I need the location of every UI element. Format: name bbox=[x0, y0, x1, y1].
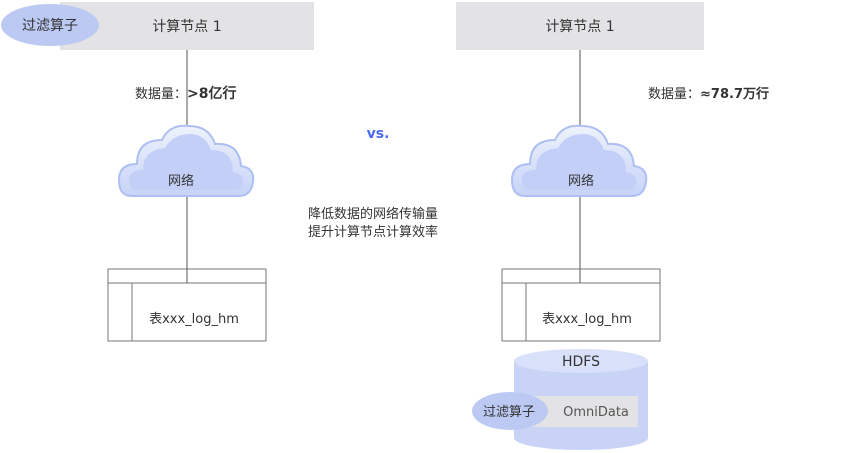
right-table-label: 表xxx_log_hm bbox=[542, 312, 632, 327]
left-compute-node-label: 计算节点 1 bbox=[152, 19, 221, 35]
right-compute-node-label: 计算节点 1 bbox=[545, 19, 614, 35]
left-network-label: 网络 bbox=[168, 173, 194, 189]
left-table-label: 表xxx_log_hm bbox=[149, 312, 239, 327]
benefit-line-2: 提升计算节点计算效率 bbox=[308, 224, 438, 240]
omnidata-label: OmniData bbox=[563, 405, 629, 420]
vs-label: vs. bbox=[367, 126, 390, 142]
left-filter-operator-label: 过滤算子 bbox=[22, 18, 78, 34]
left-network-cloud-icon bbox=[117, 124, 255, 197]
left-data-volume: 数据量：>8亿行 bbox=[135, 85, 237, 102]
left-data-volume-label: 数据量： bbox=[135, 87, 187, 102]
right-filter-operator-ellipse bbox=[472, 392, 548, 430]
right-data-volume-value: ≈78.7万行 bbox=[700, 86, 769, 102]
omnidata-box bbox=[530, 396, 638, 427]
benefit-line-1: 降低数据的网络传输量 bbox=[308, 206, 438, 222]
right-network-label: 网络 bbox=[568, 173, 594, 189]
right-network-cloud-icon bbox=[510, 124, 648, 197]
left-filter-operator-ellipse bbox=[1, 4, 99, 46]
left-data-volume-value: >8亿行 bbox=[187, 85, 236, 102]
hdfs-label: HDFS bbox=[562, 354, 600, 370]
right-compute-node-box bbox=[456, 2, 704, 50]
right-filter-operator-label: 过滤算子 bbox=[483, 405, 535, 420]
right-data-volume-label: 数据量： bbox=[648, 87, 700, 102]
right-data-volume: 数据量：≈78.7万行 bbox=[648, 86, 769, 102]
left-compute-node-box bbox=[60, 2, 314, 50]
right-table bbox=[501, 268, 661, 342]
